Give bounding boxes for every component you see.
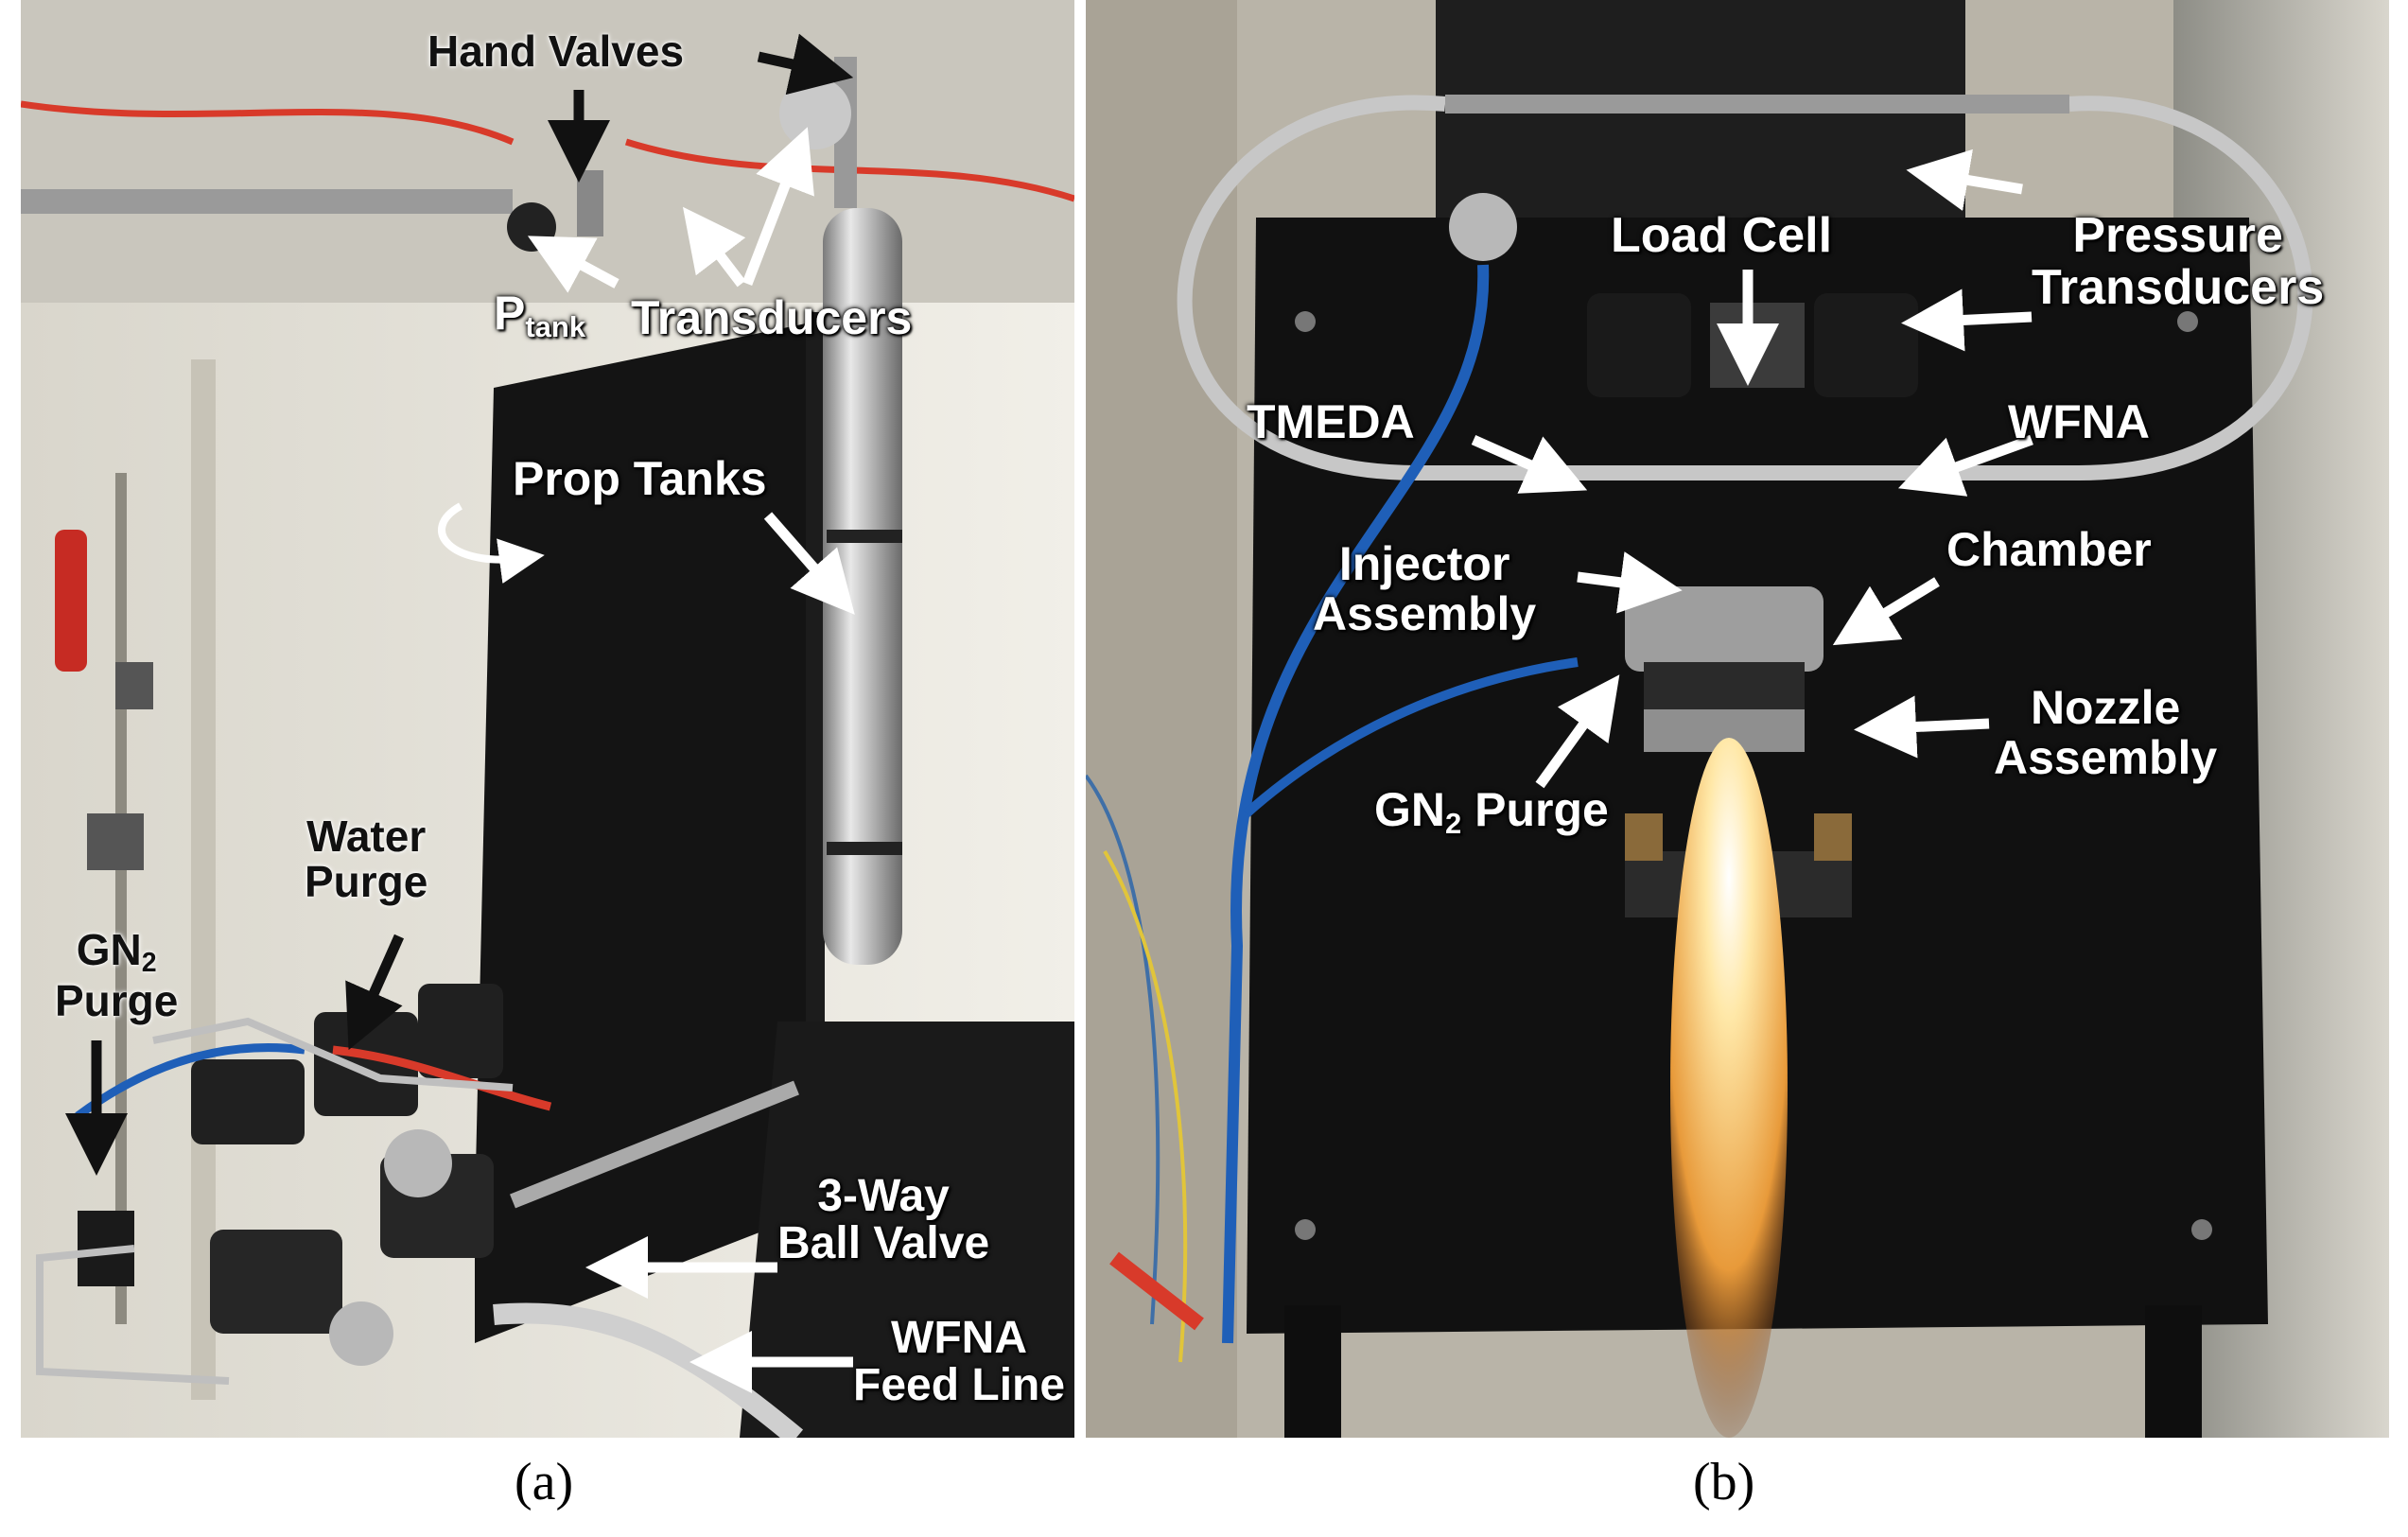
label-nozzle-assembly: Nozzle Assembly [1994, 683, 2217, 782]
label-p-tank-main: P [494, 287, 526, 340]
label-pressure-transducers: Pressure Transducers [2032, 210, 2324, 313]
label-prop-tanks: Prop Tanks [513, 452, 767, 505]
label-injector-line1: Injector [1338, 537, 1510, 590]
photo-panel-a: Hand Valves Ptank Transducers Prop Tanks… [21, 0, 1074, 1438]
label-three-way-line1: 3-Way [817, 1171, 950, 1221]
label-gn2-b-main: GN [1374, 783, 1445, 836]
label-nozzle-line1: Nozzle [2030, 681, 2181, 734]
test-stand-photo-b [1086, 0, 2389, 1438]
label-wfna-feed-line2: Feed Line [853, 1360, 1066, 1411]
label-wfna-feed-line: WFNA Feed Line [853, 1313, 1066, 1411]
label-wfna: WFNA [2008, 395, 2150, 448]
label-transducers: Transducers [631, 291, 913, 344]
label-gn2-b-purge: Purge [1461, 783, 1609, 836]
label-gn2-a-line1: GN2 [55, 927, 178, 978]
label-pressure-line2: Transducers [2032, 259, 2325, 315]
label-water-purge-line2: Purge [305, 857, 428, 907]
photo-panel-b: Load Cell Pressure Transducers TMEDA WFN… [1086, 0, 2389, 1438]
label-tmeda: TMEDA [1247, 395, 1415, 448]
label-p-tank-sub: tank [525, 309, 586, 343]
label-gn2-purge-a: GN2 Purge [55, 927, 179, 1026]
label-hand-valves: Hand Valves [428, 26, 685, 76]
label-load-cell: Load Cell [1611, 208, 1833, 263]
label-wfna-feed-line1: WFNA [891, 1313, 1027, 1363]
label-p-tank: Ptank [494, 288, 585, 342]
label-chamber: Chamber [1946, 523, 2152, 576]
label-injector-line2: Assembly [1313, 586, 1537, 640]
label-injector-assembly: Injector Assembly [1313, 539, 1536, 638]
label-three-way-ball-valve: 3-Way Ball Valve [777, 1171, 990, 1269]
label-water-purge: Water Purge [305, 813, 428, 905]
label-nozzle-line2: Assembly [1994, 730, 2218, 784]
label-gn2-b-sub: 2 [1445, 806, 1462, 840]
label-gn2-a-line2: Purge [55, 976, 179, 1026]
label-pressure-line1: Pressure [2072, 208, 2283, 263]
label-water-purge-line1: Water [306, 812, 427, 861]
caption-a: (a) [515, 1453, 574, 1511]
label-gn2-a-main: GN [76, 925, 142, 974]
label-gn2-a-sub: 2 [141, 948, 157, 979]
label-three-way-line2: Ball Valve [777, 1218, 990, 1269]
caption-b: (b) [1693, 1453, 1755, 1511]
label-gn2-purge-b: GN2 Purge [1374, 785, 1609, 839]
plume [1670, 738, 1788, 1438]
